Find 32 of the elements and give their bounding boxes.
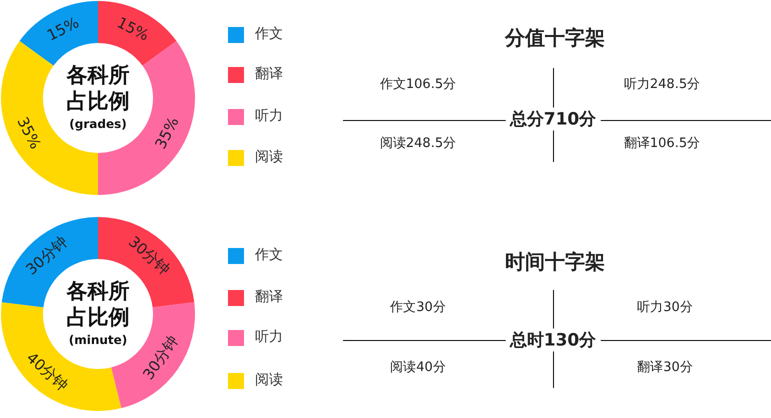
value-label: 35%: [14, 114, 45, 152]
value-label: 35%: [151, 114, 182, 152]
value-label: 30分钟: [140, 332, 184, 384]
legend-label: 作文: [255, 25, 283, 43]
section-title: 分值十字架: [505, 24, 605, 52]
score-label: 作文30分: [390, 299, 446, 316]
score-label: 翻译30分: [637, 359, 693, 376]
total-label: 总时130分: [506, 328, 600, 352]
legend-label: 翻译: [255, 65, 283, 83]
score-label: 听力248.5分: [624, 76, 700, 93]
legend-label: 听力: [255, 328, 283, 346]
score-label: 翻译106.5分: [624, 135, 700, 152]
section-title: 时间十字架: [505, 248, 605, 276]
chart-title: 各科所占比例: [65, 62, 130, 114]
chart-title: 各科所占比例: [65, 278, 130, 330]
value-label: 30分钟: [22, 232, 72, 280]
score-label: 阅读40分: [390, 359, 446, 376]
legend-label: 听力: [255, 107, 283, 125]
score-label: 听力30分: [637, 299, 693, 316]
score-label: 作文106.5分: [380, 76, 456, 93]
total-label: 总分710分: [506, 108, 600, 130]
value-label: 30分钟: [124, 232, 174, 280]
value-label: 40分钟: [22, 348, 72, 396]
value-label: 15%: [44, 14, 82, 45]
chart-subtitle: (grades): [69, 117, 127, 131]
legend-label: 翻译: [255, 288, 283, 306]
score-label: 阅读248.5分: [380, 135, 456, 152]
legend-label: 阅读: [255, 148, 283, 166]
legend-label: 作文: [255, 246, 283, 264]
value-label: 15%: [114, 14, 152, 45]
chart-subtitle: (minute): [68, 333, 128, 347]
legend-label: 阅读: [255, 371, 283, 389]
